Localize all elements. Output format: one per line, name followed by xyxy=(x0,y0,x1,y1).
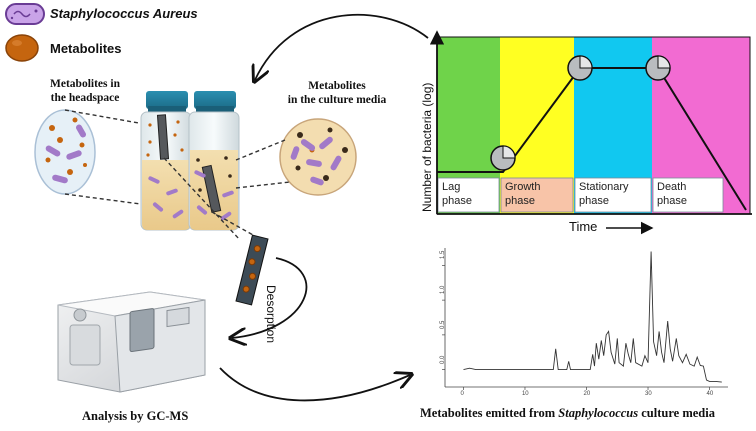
phase-label-0: Lag phase xyxy=(442,180,472,208)
bacteria-legend-label: Staphylococcus Aureus xyxy=(50,6,198,21)
chromatogram-x-tick-label: 20 xyxy=(583,391,591,397)
headspace-connector-top xyxy=(64,109,151,126)
gc-ms-instrument xyxy=(57,291,206,393)
chromatogram-caption: Metabolites emitted from Staphylococcus … xyxy=(420,406,715,421)
chromatogram-y-tick-label: 1.5 xyxy=(440,251,446,260)
spme-fiber xyxy=(235,234,269,306)
phase-label-1: Growth phase xyxy=(505,180,540,208)
gcms-label: Analysis by GC-MS xyxy=(82,409,189,423)
chromatogram-trace xyxy=(463,251,722,383)
chromatogram-y-tick-label: 0.5 xyxy=(440,320,446,329)
headspace-caption-line2: the headspace xyxy=(50,92,120,104)
headspace-caption: Metabolites in the headspace xyxy=(45,77,125,105)
chromatogram-x-tick-label: 40 xyxy=(706,391,714,397)
vial-headspace xyxy=(140,91,192,231)
chromatogram-caption-italic: Staphylococcus xyxy=(558,406,639,420)
phase-label-line1: Stationary xyxy=(579,181,629,193)
chromatogram-panel xyxy=(442,248,728,390)
phase-label-box-3 xyxy=(652,177,724,213)
phase-label-line2: phase xyxy=(505,195,535,207)
fiber-connector-left xyxy=(163,157,241,241)
headspace-caption-line1: Metabolites in xyxy=(50,78,120,90)
culture-media-caption: Metabolites in the culture media xyxy=(282,79,392,107)
growth-y-axis-label: Number of bacteria (log) xyxy=(420,82,434,212)
chromatogram-caption-suffix: culture media xyxy=(638,406,715,420)
headspace-zoom-circle xyxy=(34,109,96,195)
bacterium-legend-icon xyxy=(5,3,45,25)
chromatogram-x-tick-label: 0 xyxy=(460,391,464,397)
phase-label-3: Death phase xyxy=(657,180,687,208)
gcms-to-chromatogram-arrow xyxy=(219,367,410,402)
culture-media-zoom-circle xyxy=(279,118,357,196)
phase-label-line1: Growth xyxy=(505,181,541,193)
phase-label-box-0 xyxy=(437,177,500,213)
growth-x-axis-label: Time xyxy=(569,219,598,234)
phase-label-line2: phase xyxy=(579,195,609,207)
chromatogram-caption-prefix: Metabolites emitted from xyxy=(420,406,559,420)
desorption-label: Desorption xyxy=(264,285,278,344)
phase-label-line1: Lag xyxy=(442,181,461,193)
headspace-connector-bottom xyxy=(64,193,149,206)
growth-end-clock-icon xyxy=(567,55,593,81)
media-connector-top xyxy=(235,139,286,161)
culture-media-caption-line1: Metabolites xyxy=(308,80,366,92)
media-connector-bottom xyxy=(235,181,291,189)
stationary-end-clock-icon xyxy=(645,55,671,81)
lag-end-clock-icon xyxy=(490,145,516,171)
fiber-connector-right xyxy=(211,211,263,241)
phase-label-line1: Death xyxy=(657,181,687,193)
metabolites-legend-label: Metabolites xyxy=(50,41,122,56)
desorption-arrow xyxy=(232,257,308,338)
chromatogram-x-tick-label: 10 xyxy=(521,391,529,397)
phase-label-box-2 xyxy=(574,177,652,213)
chromatogram-x-tick-label: 30 xyxy=(645,391,652,397)
chromatogram-y-tick-label: 1.0 xyxy=(440,285,446,295)
culture-media-caption-line2: in the culture media xyxy=(287,94,387,106)
phase-label-box-1 xyxy=(500,177,574,213)
phase-label-line2: phase xyxy=(442,195,472,207)
curve-to-vials-arrow xyxy=(255,13,429,80)
chromatogram-y-tick-label: 0.0 xyxy=(440,355,446,364)
phase-label-line2: phase xyxy=(657,195,687,207)
phase-label-2: Stationary phase xyxy=(579,180,629,208)
metabolite-legend-icon xyxy=(5,34,39,62)
growth-curve-panel xyxy=(429,30,752,235)
vial-culture-media xyxy=(188,91,240,231)
